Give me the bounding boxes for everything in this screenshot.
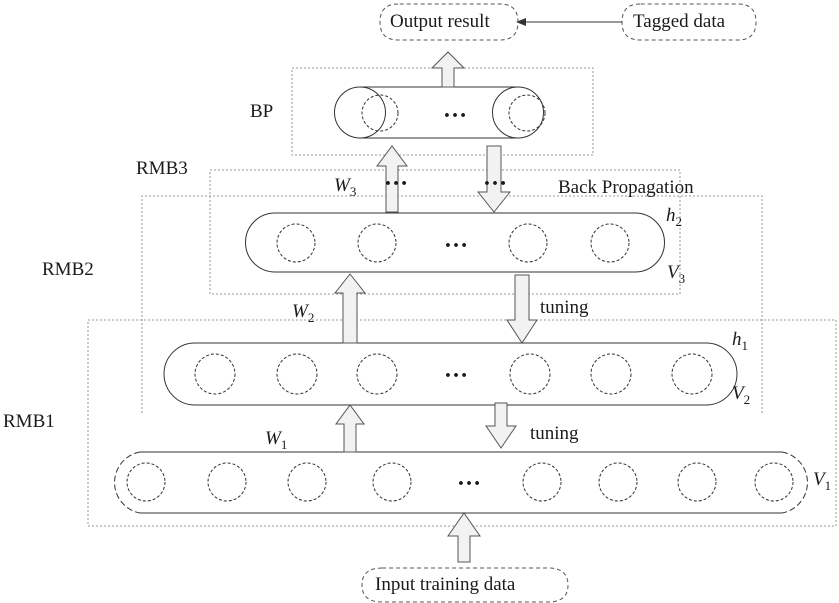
tagged-data-label: Tagged data — [633, 11, 726, 32]
h1-layer — [163, 342, 738, 406]
h1-unit — [509, 353, 551, 395]
w3-up-arrow — [376, 145, 408, 213]
output-result-label: Output result — [390, 11, 490, 32]
h1-unit — [194, 353, 236, 395]
rmb2-box — [141, 195, 763, 413]
bp-ellipsis: … — [443, 97, 468, 123]
dotted-boxes — [87, 67, 837, 527]
block-arrows — [333, 51, 538, 563]
h1-unit — [671, 353, 713, 395]
tuning-label-lower: tuning — [530, 423, 579, 444]
visible-unit — [287, 462, 327, 502]
layers — [114, 86, 808, 514]
w2-up-arrow — [333, 273, 367, 344]
h2-ellipsis: … — [444, 227, 469, 253]
w1-up-arrow — [335, 404, 365, 453]
bp-box — [291, 67, 594, 156]
output-up-arrow — [430, 51, 466, 88]
w1-label: W1 — [265, 428, 288, 452]
v3-label: V3 — [667, 262, 686, 286]
w3-label: W3 — [334, 175, 357, 199]
rmb3-layer-label: RMB3 — [136, 158, 188, 179]
input-training-data-label: Input training data — [375, 574, 516, 595]
h2-unit — [508, 223, 548, 263]
rmb3-right-ellipsis: … — [483, 165, 508, 191]
rmb1-box — [87, 319, 837, 527]
tuning1-down-arrow — [485, 402, 517, 449]
bp-layer — [334, 86, 546, 139]
h1-unit — [590, 353, 632, 395]
rmb1-layer-label: RMB1 — [3, 411, 55, 432]
visible-unit — [598, 462, 638, 502]
output-result-pill — [379, 3, 519, 41]
w2-label: W2 — [292, 301, 315, 325]
visible-unit — [126, 462, 166, 502]
h2-unit — [357, 223, 397, 263]
tagged-data-pill — [621, 3, 757, 41]
tagged-to-output-arrow — [516, 18, 622, 26]
visible-unit — [754, 462, 794, 502]
visible-unit — [372, 462, 412, 502]
tuning2-down-arrow — [506, 274, 538, 344]
visible-ellipsis: … — [457, 465, 482, 491]
bp-unit — [508, 94, 546, 132]
bp-layer-label: BP — [250, 101, 274, 122]
visible-unit — [522, 462, 562, 502]
v2-label: V2 — [732, 383, 751, 407]
v1-label: V1 — [813, 469, 832, 493]
rmb3-box — [209, 169, 681, 295]
h2-label: h2 — [666, 205, 682, 229]
rmb2-layer-label: RMB2 — [42, 259, 94, 280]
rmb3-left-ellipsis: … — [384, 165, 409, 191]
input-training-data-pill — [361, 567, 569, 603]
bp-unit — [361, 94, 399, 132]
h1-unit — [356, 353, 398, 395]
bp-down-arrow — [476, 145, 512, 213]
h1-unit — [276, 353, 318, 395]
visible-unit — [677, 462, 717, 502]
h1-label: h1 — [732, 329, 748, 353]
visible-unit — [207, 462, 247, 502]
h2-unit — [590, 223, 630, 263]
top-row — [379, 3, 757, 41]
h2-unit — [276, 223, 316, 263]
visible-layer — [114, 451, 808, 514]
input-up-arrow — [447, 512, 481, 563]
tuning-label-upper: tuning — [540, 297, 589, 318]
h1-ellipsis: … — [444, 357, 469, 383]
h2-layer — [245, 212, 665, 273]
back-propagation-label: Back Propagation — [558, 177, 694, 198]
